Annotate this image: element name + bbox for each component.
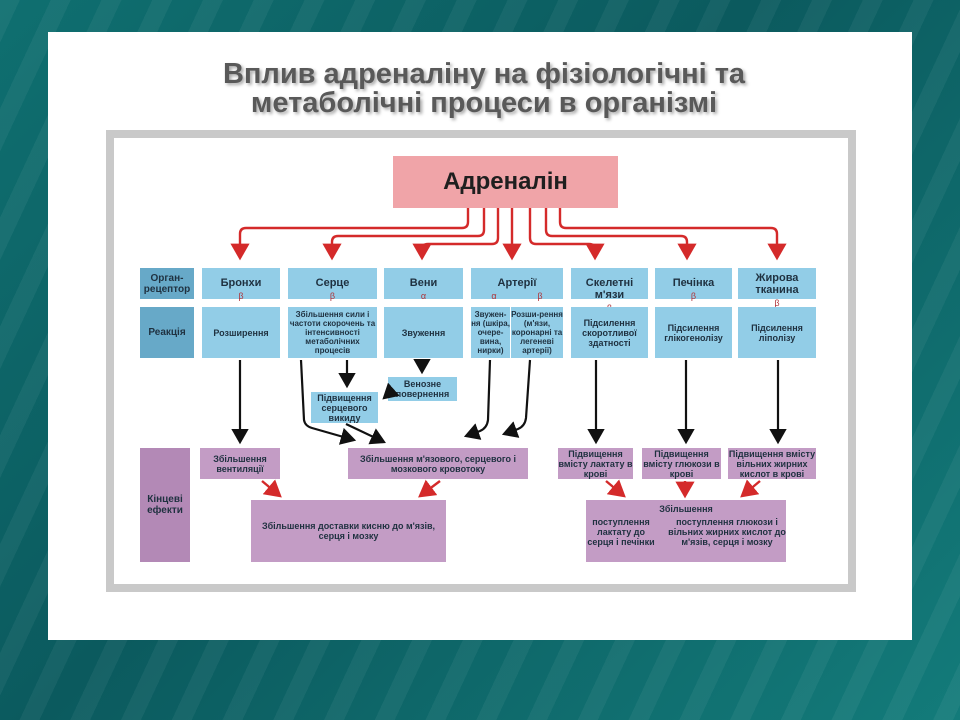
cardiac-output-box: Підвищення серцевого викиду bbox=[311, 392, 378, 423]
label-reaction: Реакція bbox=[140, 307, 194, 358]
organ-arteries-receptor-beta: β bbox=[537, 291, 543, 301]
effect-ventilation: Збільшення вентиляції bbox=[200, 448, 280, 479]
organ-arteries: Артерії α β bbox=[471, 268, 563, 301]
effect-lactate: Підвищення вмісту лактату в крові bbox=[558, 448, 633, 479]
organ-arteries-name: Артерії bbox=[497, 277, 537, 289]
effect-oxygen-delivery: Збільшення доставки кисню до м'язів, сер… bbox=[251, 500, 446, 562]
slide-title: Вплив адреналіну на фізіологічні та мета… bbox=[196, 60, 772, 118]
title-line-2: метаболічні процеси в організмі bbox=[250, 87, 718, 119]
reaction-fat: Підсилення ліполізу bbox=[738, 307, 816, 358]
reaction-muscles: Підсилення скоротливої здатності bbox=[571, 307, 648, 358]
organ-veins-receptor: α bbox=[420, 291, 427, 301]
effect-supply-lactate: поступлення лактату до серця і печінки bbox=[587, 517, 655, 547]
organ-bronchi: Бронхи β bbox=[202, 268, 280, 301]
reaction-arteries-dilation: Розши-рення (м'язи, коронарні та легенев… bbox=[511, 307, 563, 358]
organ-heart-receptor: β bbox=[329, 291, 336, 301]
organ-liver: Печінка β bbox=[655, 268, 732, 301]
effect-supply-head: Збільшення bbox=[659, 504, 713, 514]
organ-heart: Серце β bbox=[288, 268, 377, 301]
organ-bronchi-name: Бронхи bbox=[220, 277, 262, 289]
title-line-1: Вплив адреналіну на фізіологічні та bbox=[222, 58, 746, 90]
label-organ-receptor: Орган-рецептор bbox=[140, 268, 194, 299]
effect-supply-glucose: поступлення глюкози і вільних жирних кис… bbox=[668, 517, 786, 547]
effect-fatty-acids: Підвищення вмісту вільних жирних кислот … bbox=[728, 448, 816, 479]
effect-supply: Збільшення поступлення лактату до серця … bbox=[586, 500, 786, 562]
effect-blood-flow: Збільшення м'язового, серцевого і мозков… bbox=[348, 448, 528, 479]
reaction-liver: Підсилення глікогенолізу bbox=[655, 307, 732, 358]
organ-bronchi-receptor: β bbox=[238, 291, 244, 301]
organ-fat-tissue: Жирова тканина β bbox=[738, 268, 816, 308]
organ-liver-name: Печінка bbox=[672, 277, 715, 289]
reaction-heart: Збільшення сили і частоти скорочень та і… bbox=[288, 307, 377, 358]
organ-liver-receptor: β bbox=[690, 291, 697, 301]
organ-veins: Вени α bbox=[384, 268, 463, 301]
reaction-bronchi: Розширення bbox=[202, 307, 280, 358]
organ-heart-name: Серце bbox=[315, 277, 350, 289]
organ-fat-receptor: β bbox=[774, 298, 780, 308]
reaction-arteries-constriction: Звужен-ня (шкіра, очере-вина, нирки) bbox=[471, 307, 510, 358]
organ-skeletal-muscles: Скелетні м'язи β bbox=[571, 268, 648, 313]
reaction-veins: Звуження bbox=[384, 307, 463, 358]
adrenaline-box: Адреналін bbox=[393, 156, 618, 208]
organ-veins-name: Вени bbox=[409, 277, 438, 289]
label-final-effects: Кінцеві ефекти bbox=[140, 448, 190, 562]
effect-glucose: Підвищення вмісту глюкози в крові bbox=[642, 448, 721, 479]
organ-muscles-name: Скелетні м'язи bbox=[585, 277, 634, 301]
venous-return-box: Венозне повернення bbox=[388, 377, 457, 401]
organ-fat-name: Жирова тканина bbox=[755, 272, 799, 296]
organ-arteries-receptor-alpha: α bbox=[491, 291, 497, 301]
